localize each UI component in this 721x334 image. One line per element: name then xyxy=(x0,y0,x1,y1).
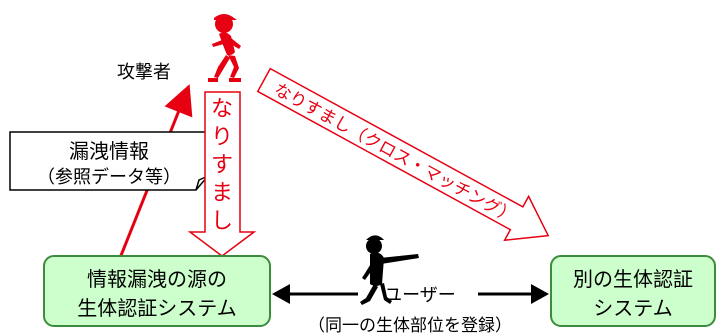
svg-text:す: す xyxy=(211,153,233,178)
leak-info-subtitle: （参照データ等） xyxy=(37,167,181,188)
vertical-impersonation-label: な り す ま し xyxy=(211,97,233,234)
source-system-box: 情報漏洩の源の 生体認証システム xyxy=(43,255,271,327)
leak-info-title: 漏洩情報 xyxy=(69,139,149,163)
source-system-line2: 生体認証システム xyxy=(77,296,236,320)
user-label: ユーザー xyxy=(384,285,456,306)
diagonal-impersonation-arrow: なりすまし（クロス・マッチング） xyxy=(256,67,550,242)
svg-text:し: し xyxy=(211,209,233,234)
source-system-line1: 情報漏洩の源の xyxy=(87,267,227,291)
user-note: （同一の生体部位を登録） xyxy=(308,316,512,334)
user-icon xyxy=(360,235,419,305)
other-system-line1: 別の生体認証 xyxy=(573,267,693,291)
user-registration-arrow xyxy=(272,284,549,304)
svg-text:り: り xyxy=(211,125,233,150)
svg-text:な: な xyxy=(211,97,233,122)
svg-text:ま: ま xyxy=(211,181,233,206)
other-system-box: 別の生体認証 システム xyxy=(550,255,716,327)
attacker-label: 攻撃者 xyxy=(117,62,171,83)
attacker-icon xyxy=(208,14,241,82)
other-system-line2: システム xyxy=(593,296,672,320)
leak-info-note: 漏洩情報 （参照データ等） xyxy=(9,131,209,191)
vertical-impersonation-arrow xyxy=(187,91,257,257)
diagonal-impersonation-label: なりすまし（クロス・マッチング） xyxy=(271,80,519,228)
